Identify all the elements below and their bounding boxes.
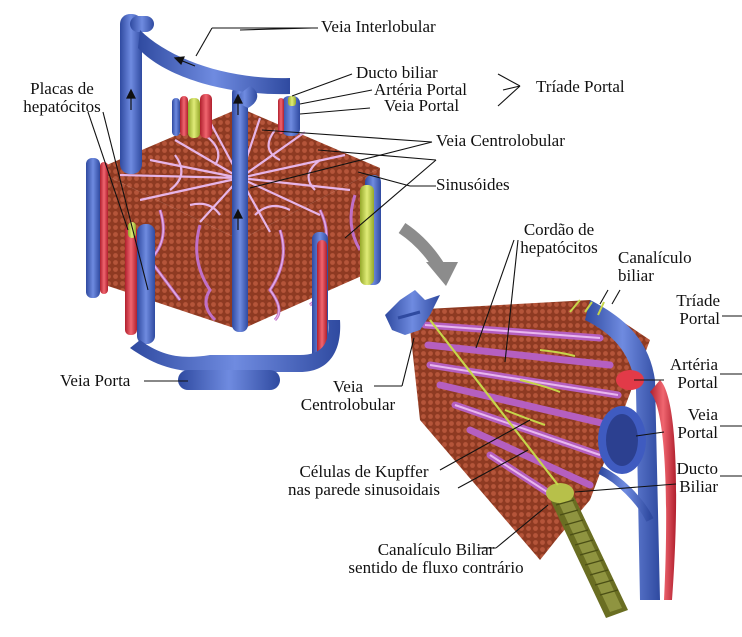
label-veia-line2: Portal [660, 424, 718, 442]
label-triade-line2: Portal [664, 310, 720, 328]
label-ducto-line1: Ducto [660, 460, 718, 478]
label-veia-portal-top: Veia Portal [384, 97, 459, 115]
label-triade-portal-top: Tríade Portal [536, 78, 625, 96]
label-canaliculo-biliar: Canalículo biliar [618, 249, 692, 285]
label-veia-interlobular: Veia Interlobular [321, 18, 436, 36]
label-placas-line2: hepatócitos [8, 98, 116, 116]
label-kupffer-line1: Células de Kupffer [264, 463, 464, 481]
label-canaliculo-line2: biliar [618, 267, 692, 285]
label-veia-line1: Veia [660, 406, 718, 424]
label-placas-de-hepatocitos: Placas de hepatócitos [8, 80, 116, 116]
label-can-biliar-line2: sentido de fluxo contrário [326, 559, 546, 577]
label-canaliculo-biliar-fluxo: Canalículo Biliar sentido de fluxo contr… [326, 541, 546, 577]
label-triade-line1: Tríade [664, 292, 720, 310]
label-veia-porta: Veia Porta [60, 372, 130, 390]
label-kupffer-line2: nas parede sinusoidais [264, 481, 464, 499]
label-triade-portal: Tríade Portal [664, 292, 720, 328]
label-celulas-de-kupffer: Células de Kupffer nas parede sinusoidai… [264, 463, 464, 499]
label-ducto-biliar: Ducto Biliar [660, 460, 718, 496]
label-vc-line2: Centrolobular [282, 396, 414, 414]
label-arteria-line2: Portal [660, 374, 718, 392]
label-veia-portal: Veia Portal [660, 406, 718, 442]
label-veia-centrolobular-top: Veia Centrolobular [436, 132, 565, 150]
label-placas-line1: Placas de [8, 80, 116, 98]
label-cordao-de-hepatocitos: Cordão de hepatócitos [508, 221, 610, 257]
label-can-biliar-line1: Canalículo Biliar [326, 541, 546, 559]
label-arteria-line1: Artéria [660, 356, 718, 374]
label-vc-line1: Veia [282, 378, 414, 396]
central-vein [232, 86, 248, 332]
label-cordao-line1: Cordão de [508, 221, 610, 239]
label-veia-centrolobular: Veia Centrolobular [282, 378, 414, 414]
label-canaliculo-line1: Canalículo [618, 249, 692, 267]
label-cordao-line2: hepatócitos [508, 239, 610, 257]
label-sinusoides: Sinusóides [436, 176, 510, 194]
label-ducto-line2: Biliar [660, 478, 718, 496]
label-arteria-portal: Artéria Portal [660, 356, 718, 392]
